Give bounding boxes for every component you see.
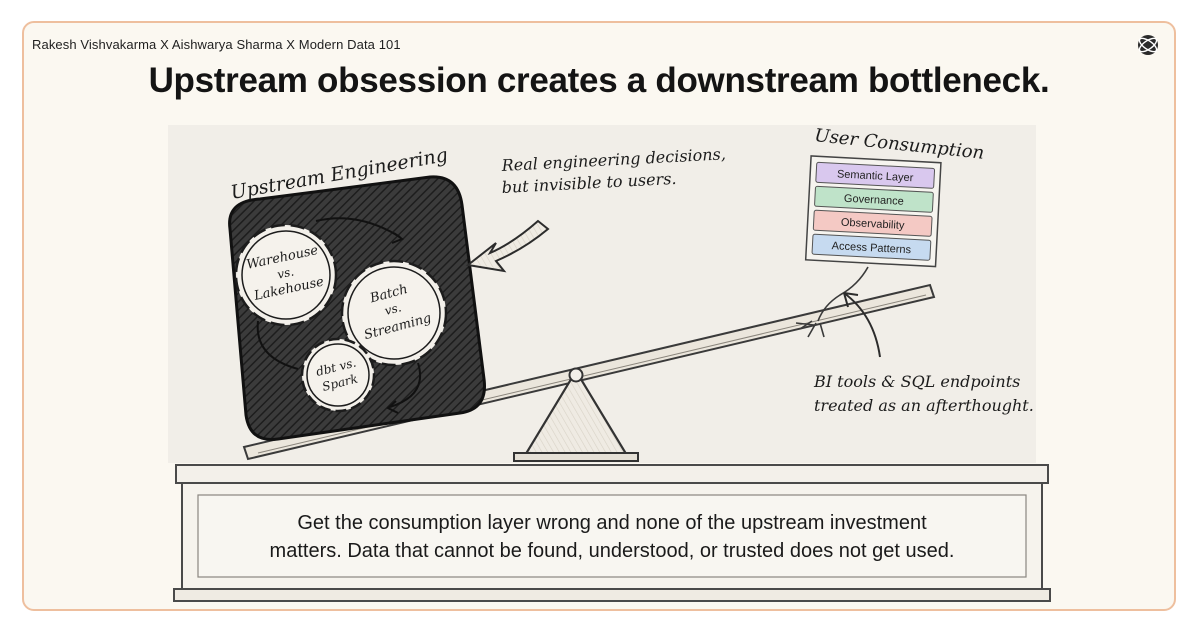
seesaw-illustration: Upstream Engineering Warehouse vs. Lakeh…: [168, 125, 1036, 463]
layer-governance: Governance: [814, 185, 934, 213]
slide-card: Rakesh Vishvakarma X Aishwarya Sharma X …: [22, 21, 1176, 611]
callout-arrow-upstream: [465, 219, 550, 273]
footer-line-2: matters. Data that cannot be found, unde…: [270, 540, 955, 562]
layer-observability: Observability: [812, 209, 933, 237]
layer-governance-box: [814, 185, 934, 213]
byline: Rakesh Vishvakarma X Aishwarya Sharma X …: [32, 37, 401, 52]
layer-observability-box: [812, 209, 933, 237]
gear-batch-streaming: Batch vs. Streaming: [340, 259, 448, 367]
layer-observability-label: Observability: [841, 217, 906, 232]
seesaw-fulcrum: [513, 367, 639, 462]
layer-semantic: Semantic Layer: [815, 161, 936, 189]
gear-2-line-2: vs.: [383, 300, 403, 318]
layer-access-patterns: Access Patterns: [811, 233, 932, 261]
globe-badge-icon: [1138, 35, 1158, 55]
layer-access-box: [811, 233, 932, 261]
layer-access-label: Access Patterns: [831, 240, 911, 256]
layer-semantic-box: [815, 161, 936, 189]
page-title: Upstream obsession creates a downstream …: [148, 61, 1050, 100]
pedestal: Get the consumption layer wrong and none…: [173, 464, 1051, 602]
gear-1-line-2: vs.: [276, 264, 295, 281]
callout-downstream-line-2: treated as an afterthought.: [814, 396, 1034, 415]
callout-downstream-line-1: BI tools & SQL endpoints: [813, 372, 1020, 391]
layer-semantic-label: Semantic Layer: [837, 168, 914, 184]
consumption-stack: Semantic Layer Governance Observability …: [804, 155, 942, 268]
footer-line-1: Get the consumption layer wrong and none…: [297, 512, 927, 534]
callout-arrow-downstream: [843, 292, 881, 358]
flow-arrows: [256, 217, 422, 414]
gear-dbt-spark: dbt vs. Spark: [300, 337, 376, 413]
frayed-rope: [795, 266, 869, 338]
layer-governance-label: Governance: [844, 193, 904, 208]
gear-warehouse-lakehouse: Warehouse vs. Lakehouse: [234, 223, 338, 327]
